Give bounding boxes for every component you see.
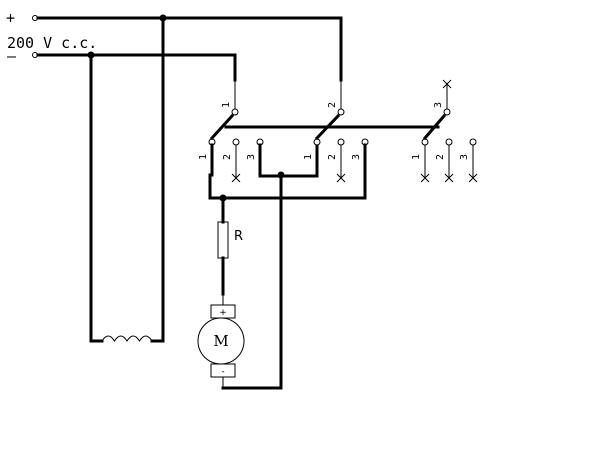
positive-bus-wire (36, 16, 343, 82)
switch1-blade (209, 113, 235, 141)
minus-terminal-label: – (7, 47, 17, 65)
switch1-contact3-number: 3 (246, 154, 257, 160)
field-reversal-wire (258, 143, 319, 178)
switch2-contact3-wire (208, 143, 367, 200)
motor-label: M (213, 332, 228, 350)
switch1-contact1-number: 1 (198, 154, 209, 160)
switch3-contact2-number: 2 (435, 154, 446, 160)
switch2-contact2-unused-lead (336, 145, 346, 183)
switch3-contact2-terminal (445, 138, 453, 146)
switch2-contact3-number: 3 (351, 154, 362, 160)
switch3-common-terminal (443, 108, 451, 116)
field-wire-right (150, 16, 165, 343)
motor-minus-label: - (221, 367, 224, 377)
switch3-contact1-number: 1 (411, 154, 422, 160)
plus-terminal-label: + (6, 9, 15, 27)
switch1-common-terminal (231, 108, 239, 116)
switch3-common-number: 3 (433, 102, 444, 108)
switch3-contact2-unused-lead (444, 145, 454, 183)
motor-plus-label: + (219, 308, 227, 318)
switch3-common-unused-lead (442, 79, 452, 109)
switch2-contact2-terminal (337, 138, 345, 146)
switch2-contact1-number: 1 (303, 154, 314, 160)
field-winding-coil (101, 335, 153, 342)
switch2-common-number: 2 (327, 102, 338, 108)
switch3-contact3-terminal (469, 138, 477, 146)
switch3-contact3-number: 3 (459, 154, 470, 160)
switch3-contact1-unused-lead (420, 145, 430, 183)
motor-return-wire (221, 173, 283, 390)
switch1-common-number: 1 (221, 102, 232, 108)
switch2-common-terminal (337, 108, 345, 116)
negative-bus-wire (36, 53, 237, 82)
switch1-contact1-wire (208, 143, 214, 200)
field-wire-left (89, 53, 104, 343)
switch3-contact3-unused-lead (468, 145, 478, 183)
return-junction (277, 171, 285, 179)
switch1-contact2-number: 2 (222, 154, 233, 160)
supply-voltage-label: 200 V c.c. (7, 34, 97, 52)
resistor (217, 221, 229, 259)
switch1-contact2-unused-lead (231, 145, 241, 183)
switch1-contact2-terminal (232, 138, 240, 146)
switch2-contact2-number: 2 (327, 154, 338, 160)
resistor-label: R (234, 229, 243, 244)
